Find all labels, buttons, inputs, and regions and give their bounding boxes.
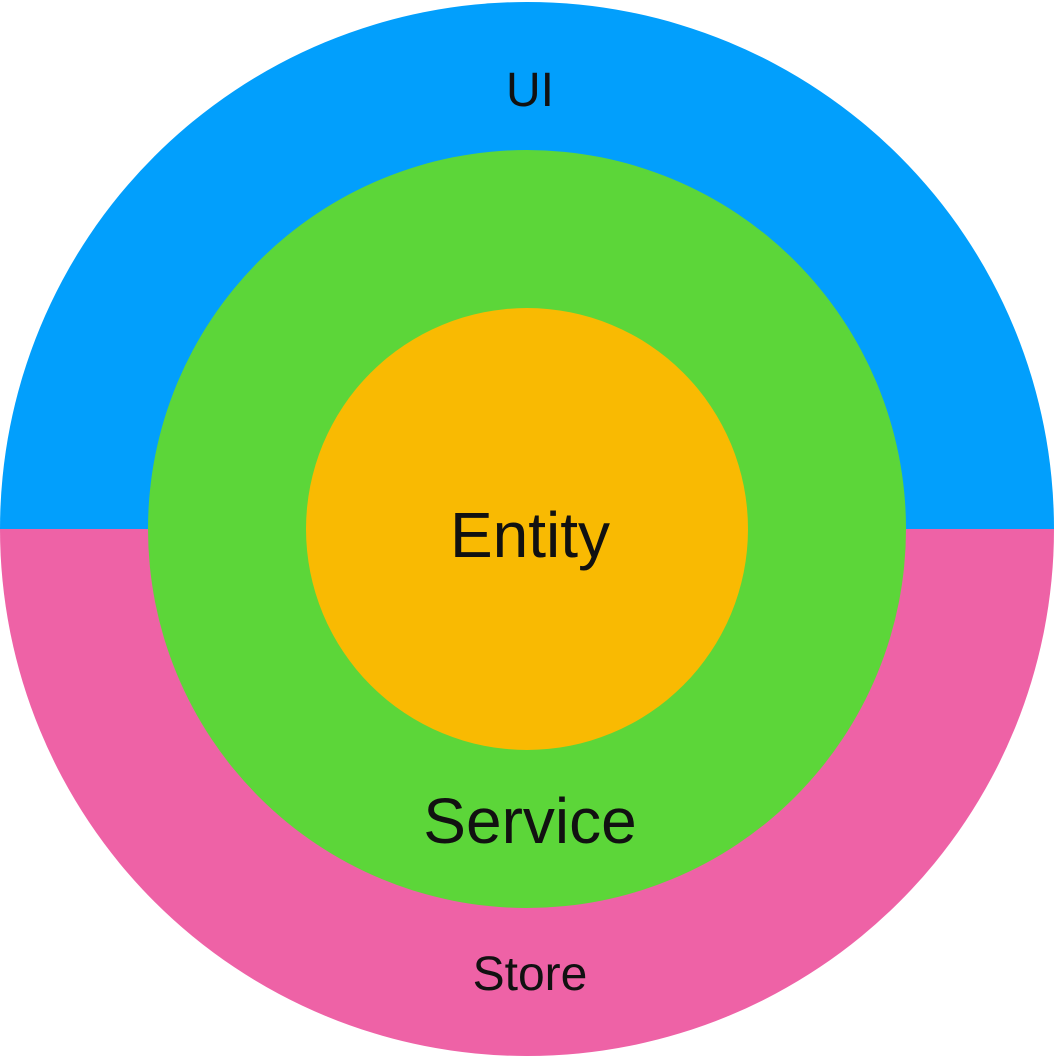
service-ring-label: Service [423,785,637,857]
ui-ring-label: UI [506,64,554,117]
entity-circle [306,308,748,750]
store-ring-label: Store [472,948,588,1001]
entity-circle-label: Entity [449,499,611,571]
